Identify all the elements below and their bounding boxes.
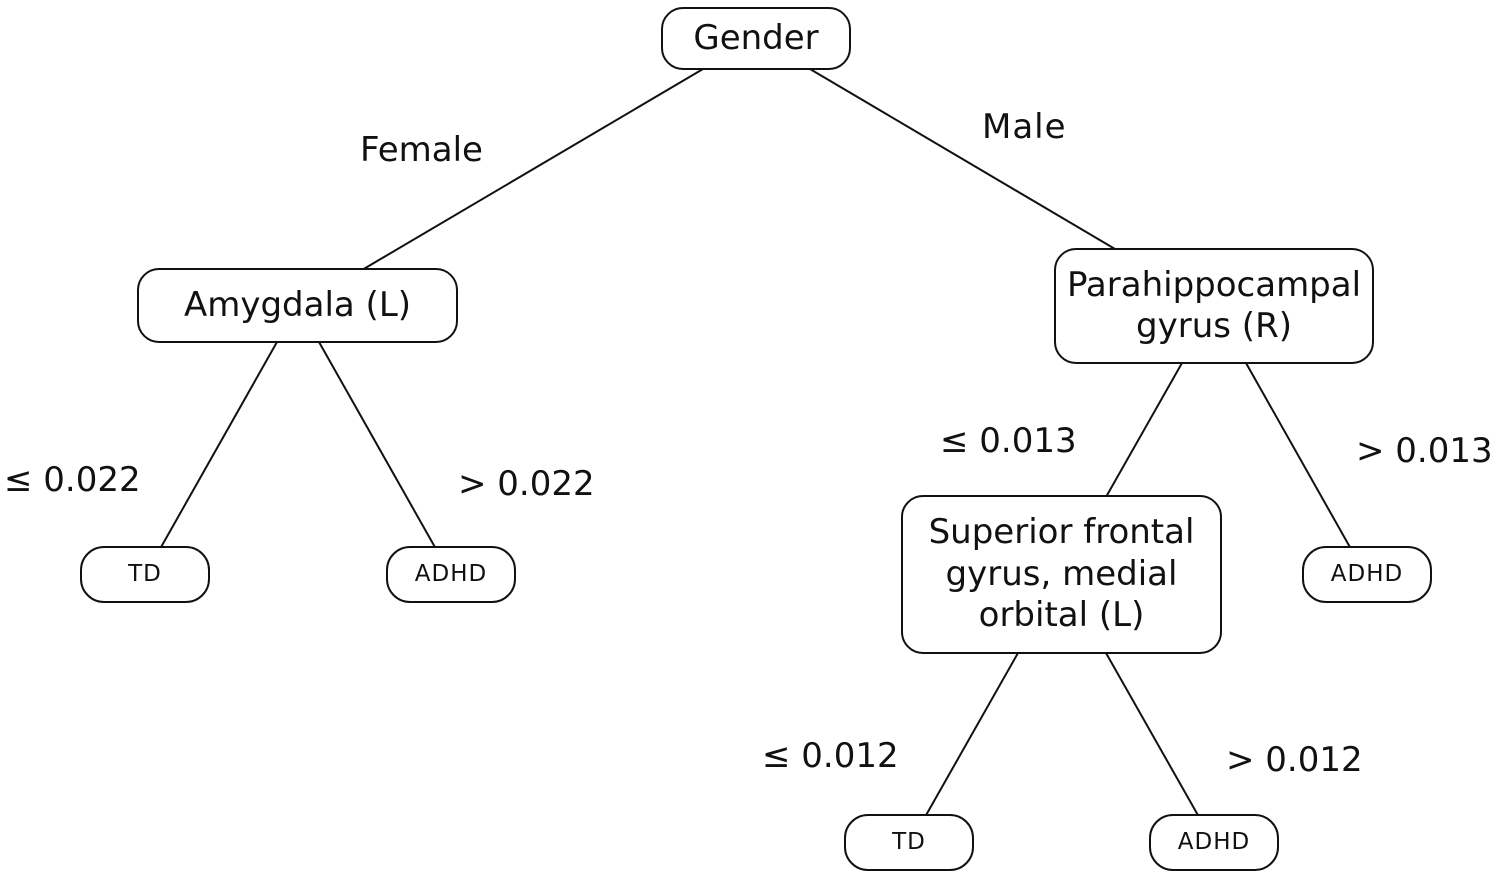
edge-gender-male [809,68,1116,250]
edge-label-amygdala-le: ≤ 0.022 [4,460,141,500]
edge-amygdala-td [159,341,278,550]
node-gender: Gender [661,7,851,70]
leaf-td-left: TD [80,546,210,603]
edge-label-parahippocampal-gt: > 0.013 [1356,431,1493,471]
edge-superior-frontal-td [924,652,1019,818]
leaf-adhd-bottom: ADHD [1149,814,1279,871]
node-superior-frontal: Superior frontal gyrus, medial orbital (… [901,495,1222,654]
leaf-adhd-right: ADHD [1302,546,1432,603]
edge-label-parahippocampal-le: ≤ 0.013 [940,421,1077,461]
leaf-td-bottom: TD [844,814,974,871]
leaf-adhd-left: ADHD [386,546,516,603]
edge-label-superior-frontal-le: ≤ 0.012 [762,736,899,776]
node-amygdala: Amygdala (L) [137,268,458,343]
edge-label-female: Female [360,130,483,170]
edge-label-male: Male [982,107,1067,147]
edge-label-superior-frontal-gt: > 0.012 [1226,740,1363,780]
edge-parahippocampal-superior-frontal [1105,362,1183,498]
edge-amygdala-adhd [318,341,437,550]
edge-superior-frontal-adhd [1105,652,1200,818]
edge-parahippocampal-adhd [1245,362,1352,550]
edge-gender-female [361,68,704,271]
edge-label-amygdala-gt: > 0.022 [458,464,595,504]
node-parahippocampal: Parahippocampal gyrus (R) [1054,248,1374,364]
